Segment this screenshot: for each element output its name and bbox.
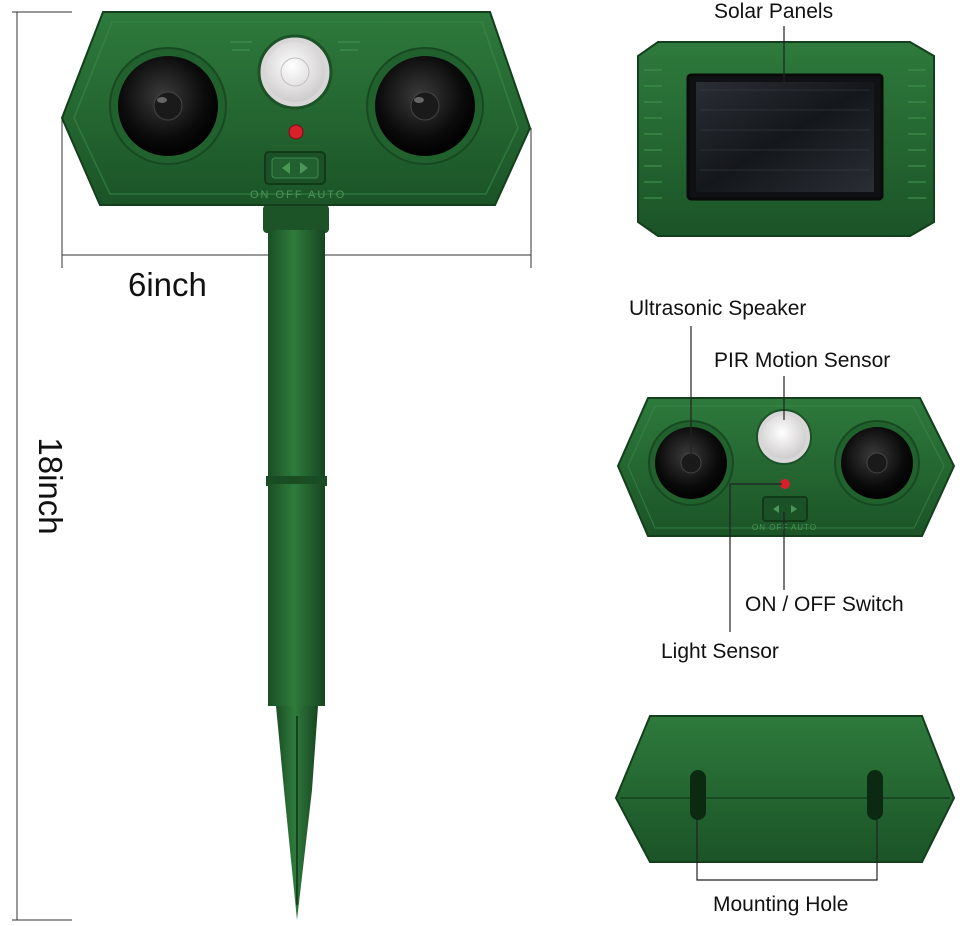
mounting-hole-right [867, 770, 883, 820]
solar-panel-view [637, 41, 935, 237]
mounting-hole-label: Mounting Hole [713, 893, 849, 916]
left-speaker [109, 47, 227, 165]
on-off-switch [264, 151, 326, 185]
height-dimension-line [12, 11, 72, 921]
switch-markings: ON OFF AUTO [250, 189, 346, 201]
mounting-hole-leader [696, 818, 878, 881]
ultrasonic-speaker-label: Ultrasonic Speaker [629, 297, 807, 320]
pir-motion-sensor-label: PIR Motion Sensor [714, 349, 891, 372]
main-device [60, 11, 532, 920]
width-label: 6inch [128, 266, 207, 303]
ground-stake [263, 205, 329, 920]
right-speaker [366, 47, 484, 165]
front-view: ON OFF AUTO [616, 397, 956, 537]
light-sensor-led [288, 124, 304, 140]
pir-sensor [257, 34, 333, 110]
on-off-switch-label: ON / OFF Switch [745, 593, 904, 616]
solar-panels-label: Solar Panels [714, 0, 834, 23]
light-sensor-leader [729, 483, 782, 632]
light-sensor-label: Light Sensor [661, 640, 779, 663]
back-view [614, 715, 956, 863]
mounting-hole-left [690, 770, 706, 820]
height-label: 18inch [32, 437, 69, 535]
